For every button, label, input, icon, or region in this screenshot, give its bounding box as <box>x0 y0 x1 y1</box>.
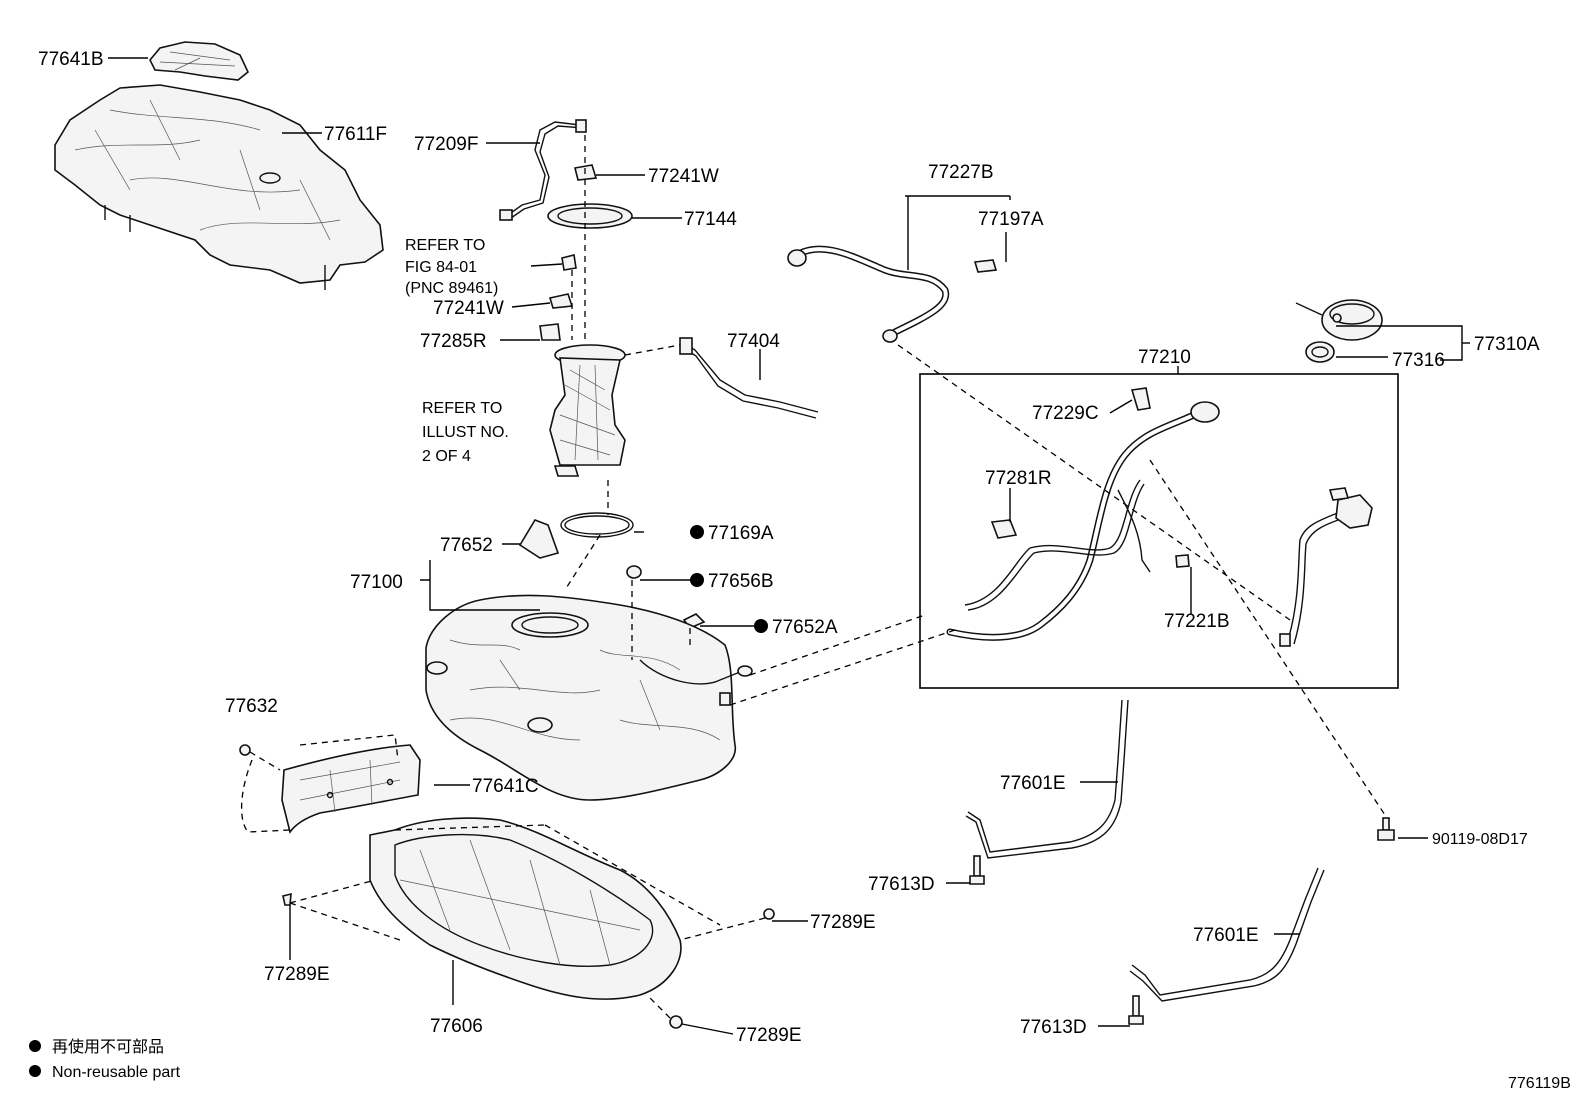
label-77316: 77316 <box>1392 350 1445 371</box>
label-77652: 77652 <box>440 535 493 556</box>
part-77652-pad <box>518 519 560 559</box>
label-77144: 77144 <box>684 209 737 230</box>
label-77652a: 77652A <box>772 617 838 638</box>
label-77656b: 77656B <box>708 571 774 592</box>
label-77606: 77606 <box>430 1016 483 1037</box>
label-77310a: 77310A <box>1474 334 1540 355</box>
part-90119-bolt <box>1377 817 1395 841</box>
part-77289e-clip-left <box>282 892 292 906</box>
part-77285r-clip <box>539 323 561 341</box>
part-77209f-wire <box>499 119 587 221</box>
label-77100: 77100 <box>350 572 403 593</box>
label-77221b: 77221B <box>1164 611 1230 632</box>
legend: 再使用不可部品 Non-reusable part <box>29 1038 181 1081</box>
label-77210: 77210 <box>1138 347 1191 368</box>
part-77144-ring <box>547 203 633 229</box>
part-77281r-bracket <box>990 519 1018 539</box>
label-77241w-mid: 77241W <box>433 298 504 319</box>
non-reusable-marker-77652a <box>754 619 768 633</box>
label-77611f: 77611F <box>324 124 387 145</box>
label-refer-fig-line1: REFER TO <box>405 237 485 254</box>
part-77656b-grommet <box>626 565 642 579</box>
non-reusable-marker-77169a <box>690 525 704 539</box>
filler-pipe-assembly-box <box>919 373 1399 689</box>
part-77210-filler-pipe <box>946 401 1373 647</box>
label-77241w-top: 77241W <box>648 166 719 187</box>
figure-id: 776119B <box>1508 1075 1571 1092</box>
label-77404: 77404 <box>727 331 780 352</box>
non-reusable-marker-77656b <box>690 573 704 587</box>
label-77197a: 77197A <box>978 209 1044 230</box>
label-77289e-bottom: 77289E <box>736 1025 802 1046</box>
legend-line-jp: 再使用不可部品 <box>52 1038 164 1056</box>
leader-lines <box>108 57 1470 1035</box>
part-77229c-clip <box>1130 387 1151 411</box>
part-77601e-strap-b <box>1129 867 1325 1002</box>
part-77221b-clip <box>1175 554 1190 568</box>
label-77229c: 77229C <box>1032 403 1099 424</box>
label-refer-illust-line1: REFER TO <box>422 400 502 417</box>
part-77606-protector <box>369 817 682 1000</box>
part-77169a-gasket <box>560 512 634 538</box>
label-77289e-left: 77289E <box>264 964 330 985</box>
legend-dot-2 <box>29 1065 41 1077</box>
label-77209f: 77209F <box>414 134 478 155</box>
label-refer-fig-line2: FIG 84-01 <box>405 259 477 276</box>
label-77601e-a: 77601E <box>1000 773 1066 794</box>
dashed-guide-lines <box>240 135 1386 1019</box>
part-77316-gasket <box>1305 341 1335 363</box>
label-77169a: 77169A <box>708 523 774 544</box>
label-77289e-right: 77289E <box>810 912 876 933</box>
part-77404-tube <box>679 337 819 419</box>
part-77289e-clip-bottom <box>669 1015 683 1029</box>
label-77632: 77632 <box>225 696 278 717</box>
label-refer-illust-line3: 2 OF 4 <box>422 448 471 465</box>
part-77641c-insulator <box>281 744 421 834</box>
part-77613d-bolt-b <box>1128 995 1144 1025</box>
part-fuel-pump-assembly <box>549 344 626 477</box>
label-refer-fig-line3: (PNC 89461) <box>405 280 498 297</box>
label-refer-illust-line2: ILLUST NO. <box>422 424 509 441</box>
part-77613d-bolt-a <box>969 855 985 885</box>
part-77632-clip <box>239 744 251 756</box>
label-77285r: 77285R <box>420 331 487 352</box>
part-77241w-clip-mid <box>548 293 574 309</box>
part-77641b-cover <box>149 41 249 81</box>
part-77601e-strap-a <box>965 699 1129 859</box>
label-77641c: 77641C <box>472 776 539 797</box>
part-connector-89461 <box>561 254 577 271</box>
part-77289e-clip-right <box>763 908 775 920</box>
label-77601e-b: 77601E <box>1193 925 1259 946</box>
part-77100-fuel-tank <box>425 594 753 801</box>
part-77227b-hose <box>787 245 950 343</box>
legend-dot-1 <box>29 1040 41 1052</box>
part-77611f-insulator <box>54 84 384 290</box>
part-77197a-clip <box>973 259 998 273</box>
part-number-labels: 77641B 77611F 77209F 77241W 77144 REFER … <box>38 49 1540 1046</box>
label-77613d-b: 77613D <box>1020 1017 1087 1038</box>
legend-line-en: Non-reusable part <box>52 1064 181 1081</box>
label-77613d-a: 77613D <box>868 874 935 895</box>
label-77227b: 77227B <box>928 162 994 183</box>
label-77641b: 77641B <box>38 49 104 70</box>
label-77281r: 77281R <box>985 468 1052 489</box>
label-90119-08d17: 90119-08D17 <box>1432 831 1528 848</box>
part-77310a-cap <box>1295 299 1383 341</box>
